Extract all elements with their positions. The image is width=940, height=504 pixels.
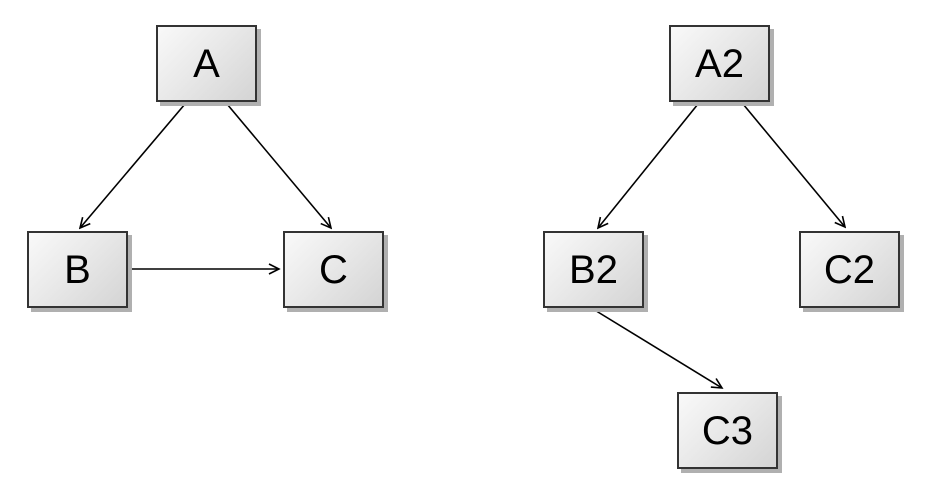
node-B2-label: B2 xyxy=(569,247,618,292)
edge-B2-to-C3 xyxy=(592,308,722,388)
node-C3: C3 xyxy=(677,392,778,469)
node-A2-label: A2 xyxy=(695,41,744,86)
node-B: B xyxy=(27,231,128,308)
edge-A2-to-B2 xyxy=(598,103,699,228)
node-A: A xyxy=(156,25,257,102)
node-C2: C2 xyxy=(799,231,900,308)
node-B2: B2 xyxy=(543,231,644,308)
edge-A2-to-C2 xyxy=(742,103,845,227)
node-A-label: A xyxy=(193,41,220,86)
node-C3-label: C3 xyxy=(701,408,754,453)
node-C: C xyxy=(283,231,384,308)
node-C2-label: C2 xyxy=(823,247,876,292)
edge-A-to-B xyxy=(80,103,186,228)
node-A2: A2 xyxy=(669,25,770,102)
edge-A-to-C xyxy=(226,103,331,228)
node-B-label: B xyxy=(64,247,91,292)
node-C-label: C xyxy=(319,247,348,292)
